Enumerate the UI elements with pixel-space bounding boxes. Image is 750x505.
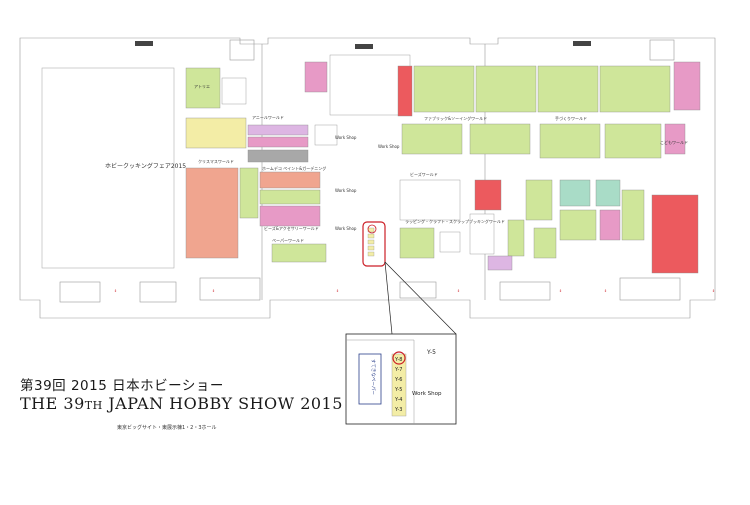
zone-label: ファブリック&ソーイングワールド — [424, 115, 487, 121]
venue-text: 東京ビッグサイト・東展示棟1・2・3ホール — [117, 425, 217, 431]
hall-label-left: ホビークッキングフェア2015 — [105, 162, 186, 170]
zone-label: ホームデコ ペイント&ガーデニング — [262, 165, 326, 171]
zone-label: こどもワールド — [660, 139, 688, 145]
zone-label: アニールワールド — [252, 115, 284, 120]
exit-arrow-icon: ⇕ — [457, 289, 460, 293]
zoom-panel — [345, 333, 457, 425]
booth-label: Y-3 — [394, 407, 402, 413]
workshop-label: Work Shop — [335, 135, 357, 140]
booth-label: Y-8 — [394, 357, 402, 363]
title-japanese: 第39回 2015 日本ホビーショー — [20, 378, 224, 394]
zone-label: ビーズワールド — [410, 171, 438, 177]
booth-highlight-circle — [392, 351, 406, 365]
side-text: すてきなペーパー — [370, 359, 377, 395]
exit-arrow-icon: ⇕ — [114, 289, 117, 293]
workshop-label: Work Shop — [335, 188, 357, 193]
zone-label: ラッピング・クラフト・スクラップブッキングワールド — [405, 218, 505, 224]
booth-label: Y-6 — [394, 377, 402, 383]
workshop-label: Work Shop — [335, 226, 357, 231]
highlight-circle — [367, 224, 377, 234]
booth-label: Y-4 — [394, 397, 402, 403]
zone-label: クリスマスワールド — [198, 158, 234, 164]
title-english: THE 39th JAPAN HOBBY SHOW 2015 — [20, 394, 343, 413]
zone-label: ビーズ&アクセサリーワールド — [264, 225, 319, 231]
zone-label: アトリエ — [194, 84, 210, 89]
zoom-panel-header: Y-5 — [426, 349, 436, 356]
highlight-area — [362, 221, 386, 267]
workshop-label: Work Shop — [378, 144, 400, 149]
exit-arrow-icon: ⇕ — [604, 289, 607, 293]
booth-label: Y-5 — [394, 387, 402, 393]
exit-arrow-icon: ⇕ — [559, 289, 562, 293]
booth-label: Y-7 — [394, 367, 402, 373]
exit-arrow-icon: ⇕ — [212, 289, 215, 293]
zoom-workshop-label: Work Shop — [412, 391, 442, 397]
exit-arrow-icon: ⇕ — [712, 289, 715, 293]
zone-label: 手づくりワールド — [555, 115, 587, 121]
zone-label: ペーパーワールド — [272, 237, 304, 243]
exit-arrow-icon: ⇕ — [336, 289, 339, 293]
